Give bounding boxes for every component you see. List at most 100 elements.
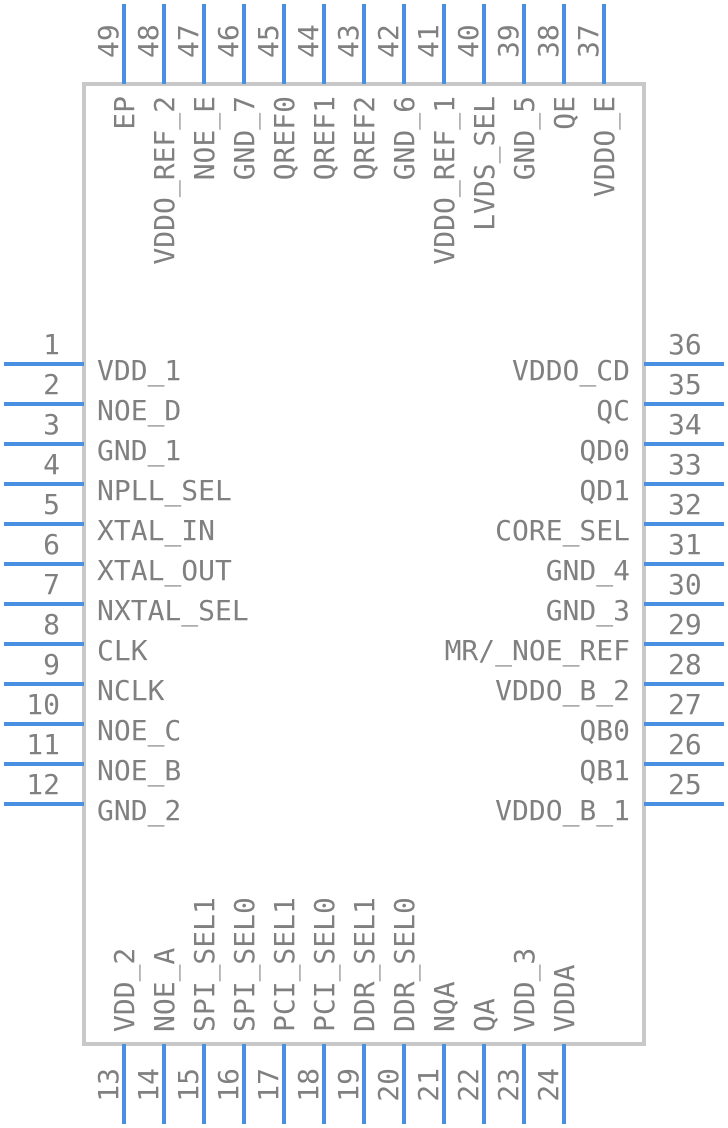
pin-name: QREF1 — [308, 96, 341, 180]
pin-name: VDD_1 — [97, 354, 181, 388]
pin-name: NOE_B — [97, 754, 181, 788]
pin-name: DDR_SEL1 — [348, 897, 382, 1032]
pin-number: 27 — [668, 688, 702, 721]
pin-name: VDDO_E — [588, 96, 622, 197]
pin-name: XTAL_IN — [97, 514, 215, 548]
pin-number: 12 — [26, 768, 60, 801]
pin-name: VDDO_CD — [512, 354, 630, 388]
pin-number: 49 — [92, 24, 125, 58]
pin-number: 46 — [212, 24, 245, 58]
pin-number: 3 — [43, 408, 60, 441]
pin-number: 6 — [43, 528, 60, 561]
pin-number: 10 — [26, 688, 60, 721]
pin-name: GND_5 — [508, 96, 542, 180]
pin-number: 40 — [452, 24, 485, 58]
pin-number: 43 — [332, 24, 365, 58]
pin-name: GND_2 — [97, 794, 181, 828]
pin-name: NCLK — [97, 674, 165, 707]
pin-number: 26 — [668, 728, 702, 761]
pin-number: 29 — [668, 608, 702, 641]
pin-number: 34 — [668, 408, 702, 441]
pin-number: 22 — [452, 1068, 485, 1102]
pin-name: NOE_C — [97, 714, 181, 748]
pin-name: GND_4 — [546, 554, 630, 588]
pin-number: 2 — [43, 368, 60, 401]
pin-number: 14 — [132, 1068, 165, 1102]
pin-name: GND_1 — [97, 434, 181, 468]
pin-name: NPLL_SEL — [97, 474, 232, 508]
pin-name: NOE_E — [188, 96, 222, 180]
pin-name: VDDO_B_2 — [495, 674, 630, 708]
pin-number: 28 — [668, 648, 702, 681]
pin-name: GND_6 — [388, 96, 422, 180]
pin-number: 20 — [372, 1068, 405, 1102]
pin-name: QE — [548, 96, 581, 130]
pin-number: 8 — [43, 608, 60, 641]
pin-name: PCI_SEL1 — [268, 897, 302, 1032]
right-pin-group: 25VDDO_B_126QB127QB028VDDO_B_229MR/_NOE_… — [445, 328, 724, 828]
pin-name: CORE_SEL — [495, 514, 630, 548]
pin-number: 4 — [43, 448, 60, 481]
pin-name: EP — [108, 96, 141, 130]
pin-number: 11 — [26, 728, 60, 761]
pin-name: LVDS_SEL — [468, 96, 502, 231]
pin-number: 36 — [668, 328, 702, 361]
pin-name: PCI_SEL0 — [308, 897, 342, 1032]
pin-number: 5 — [43, 488, 60, 521]
pin-name: VDDO_REF_2 — [148, 96, 182, 265]
pin-name: NOE_A — [148, 948, 182, 1032]
pin-number: 19 — [332, 1068, 365, 1102]
pin-name: QB1 — [579, 754, 630, 787]
pin-number: 24 — [532, 1068, 565, 1102]
pin-number: 21 — [412, 1068, 445, 1102]
pin-number: 15 — [172, 1068, 205, 1102]
pin-name: DDR_SEL0 — [388, 897, 422, 1032]
pin-number: 9 — [43, 648, 60, 681]
pin-name: NQA — [428, 981, 461, 1032]
pin-number: 38 — [532, 24, 565, 58]
pin-name: GND_3 — [546, 594, 630, 628]
pin-name: QB0 — [579, 714, 630, 747]
pin-name: VDDA — [548, 964, 581, 1032]
pin-number: 7 — [43, 568, 60, 601]
pin-number: 16 — [212, 1068, 245, 1102]
pin-number: 23 — [492, 1068, 525, 1102]
pin-number: 35 — [668, 368, 702, 401]
pin-name: VDD_2 — [108, 948, 142, 1032]
pin-number: 39 — [492, 24, 525, 58]
pin-name: SPI_SEL1 — [188, 897, 222, 1032]
pin-name: GND_7 — [228, 96, 262, 180]
pin-number: 48 — [132, 24, 165, 58]
pin-name: QC — [596, 394, 630, 427]
pin-name: CLK — [97, 634, 148, 667]
pin-name: VDD_3 — [508, 948, 542, 1032]
pin-name: SPI_SEL0 — [228, 897, 262, 1032]
pin-number: 17 — [252, 1068, 285, 1102]
pin-number: 32 — [668, 488, 702, 521]
pin-number: 18 — [292, 1068, 325, 1102]
pin-name: QD1 — [579, 474, 630, 507]
pin-name: QA — [468, 998, 501, 1032]
bottom-pin-group: 13 VDD_2 14 NOE_A 15 SPI_SEL1 16 SPI_SEL0 17 PCI_… — [92, 897, 581, 1124]
pin-number: 44 — [292, 24, 325, 58]
pin-name: QD0 — [579, 434, 630, 467]
pin-name: QREF0 — [268, 96, 301, 180]
pin-name: NXTAL_SEL — [97, 594, 249, 628]
pin-name: VDDO_B_1 — [495, 794, 630, 828]
pin-name: NOE_D — [97, 394, 181, 428]
pin-number: 1 — [43, 328, 60, 361]
pin-number: 37 — [572, 24, 605, 58]
pin-name: VDDO_REF_1 — [428, 96, 462, 265]
pin-name: QREF2 — [348, 96, 381, 180]
pin-number: 31 — [668, 528, 702, 561]
pin-number: 42 — [372, 24, 405, 58]
pin-number: 30 — [668, 568, 702, 601]
pin-number: 45 — [252, 24, 285, 58]
pin-number: 41 — [412, 24, 445, 58]
pin-number: 13 — [92, 1068, 125, 1102]
pin-name: XTAL_OUT — [97, 554, 232, 588]
pin-number: 25 — [668, 768, 702, 801]
